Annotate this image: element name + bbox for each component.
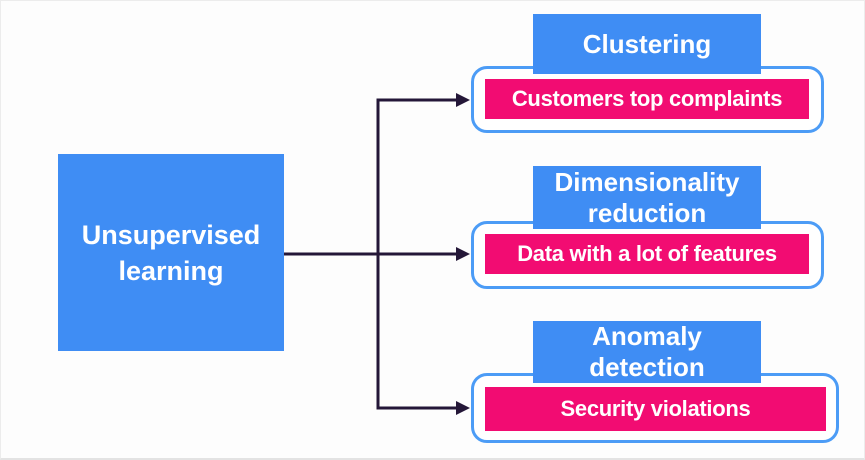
example-label: Security violations	[560, 396, 751, 421]
arrow-head-icon	[456, 247, 470, 261]
example-label: Customers top complaints	[511, 86, 783, 111]
arrow-head-icon	[456, 401, 470, 415]
branch-title: Dimensionality reduction	[554, 166, 740, 228]
arrow-head-icon	[456, 93, 470, 107]
branch-title: Anomaly detection	[589, 321, 705, 382]
example-box-clustering: Customers top complaints	[485, 79, 809, 119]
example-label: Data with a lot of features	[517, 241, 777, 266]
branch-header-dimensionality-reduction: Dimensionality reduction	[533, 166, 761, 229]
branch-header-anomaly-detection: Anomaly detection	[533, 321, 761, 383]
example-box-anomaly-detection: Security violations	[485, 387, 826, 431]
example-box-dimensionality-reduction: Data with a lot of features	[485, 234, 809, 274]
branch-header-clustering: Clustering	[533, 14, 761, 74]
root-node-label: Unsupervised learning	[81, 219, 261, 286]
root-node-unsupervised-learning: Unsupervised learning	[58, 154, 284, 351]
branch-title: Clustering	[582, 28, 712, 59]
